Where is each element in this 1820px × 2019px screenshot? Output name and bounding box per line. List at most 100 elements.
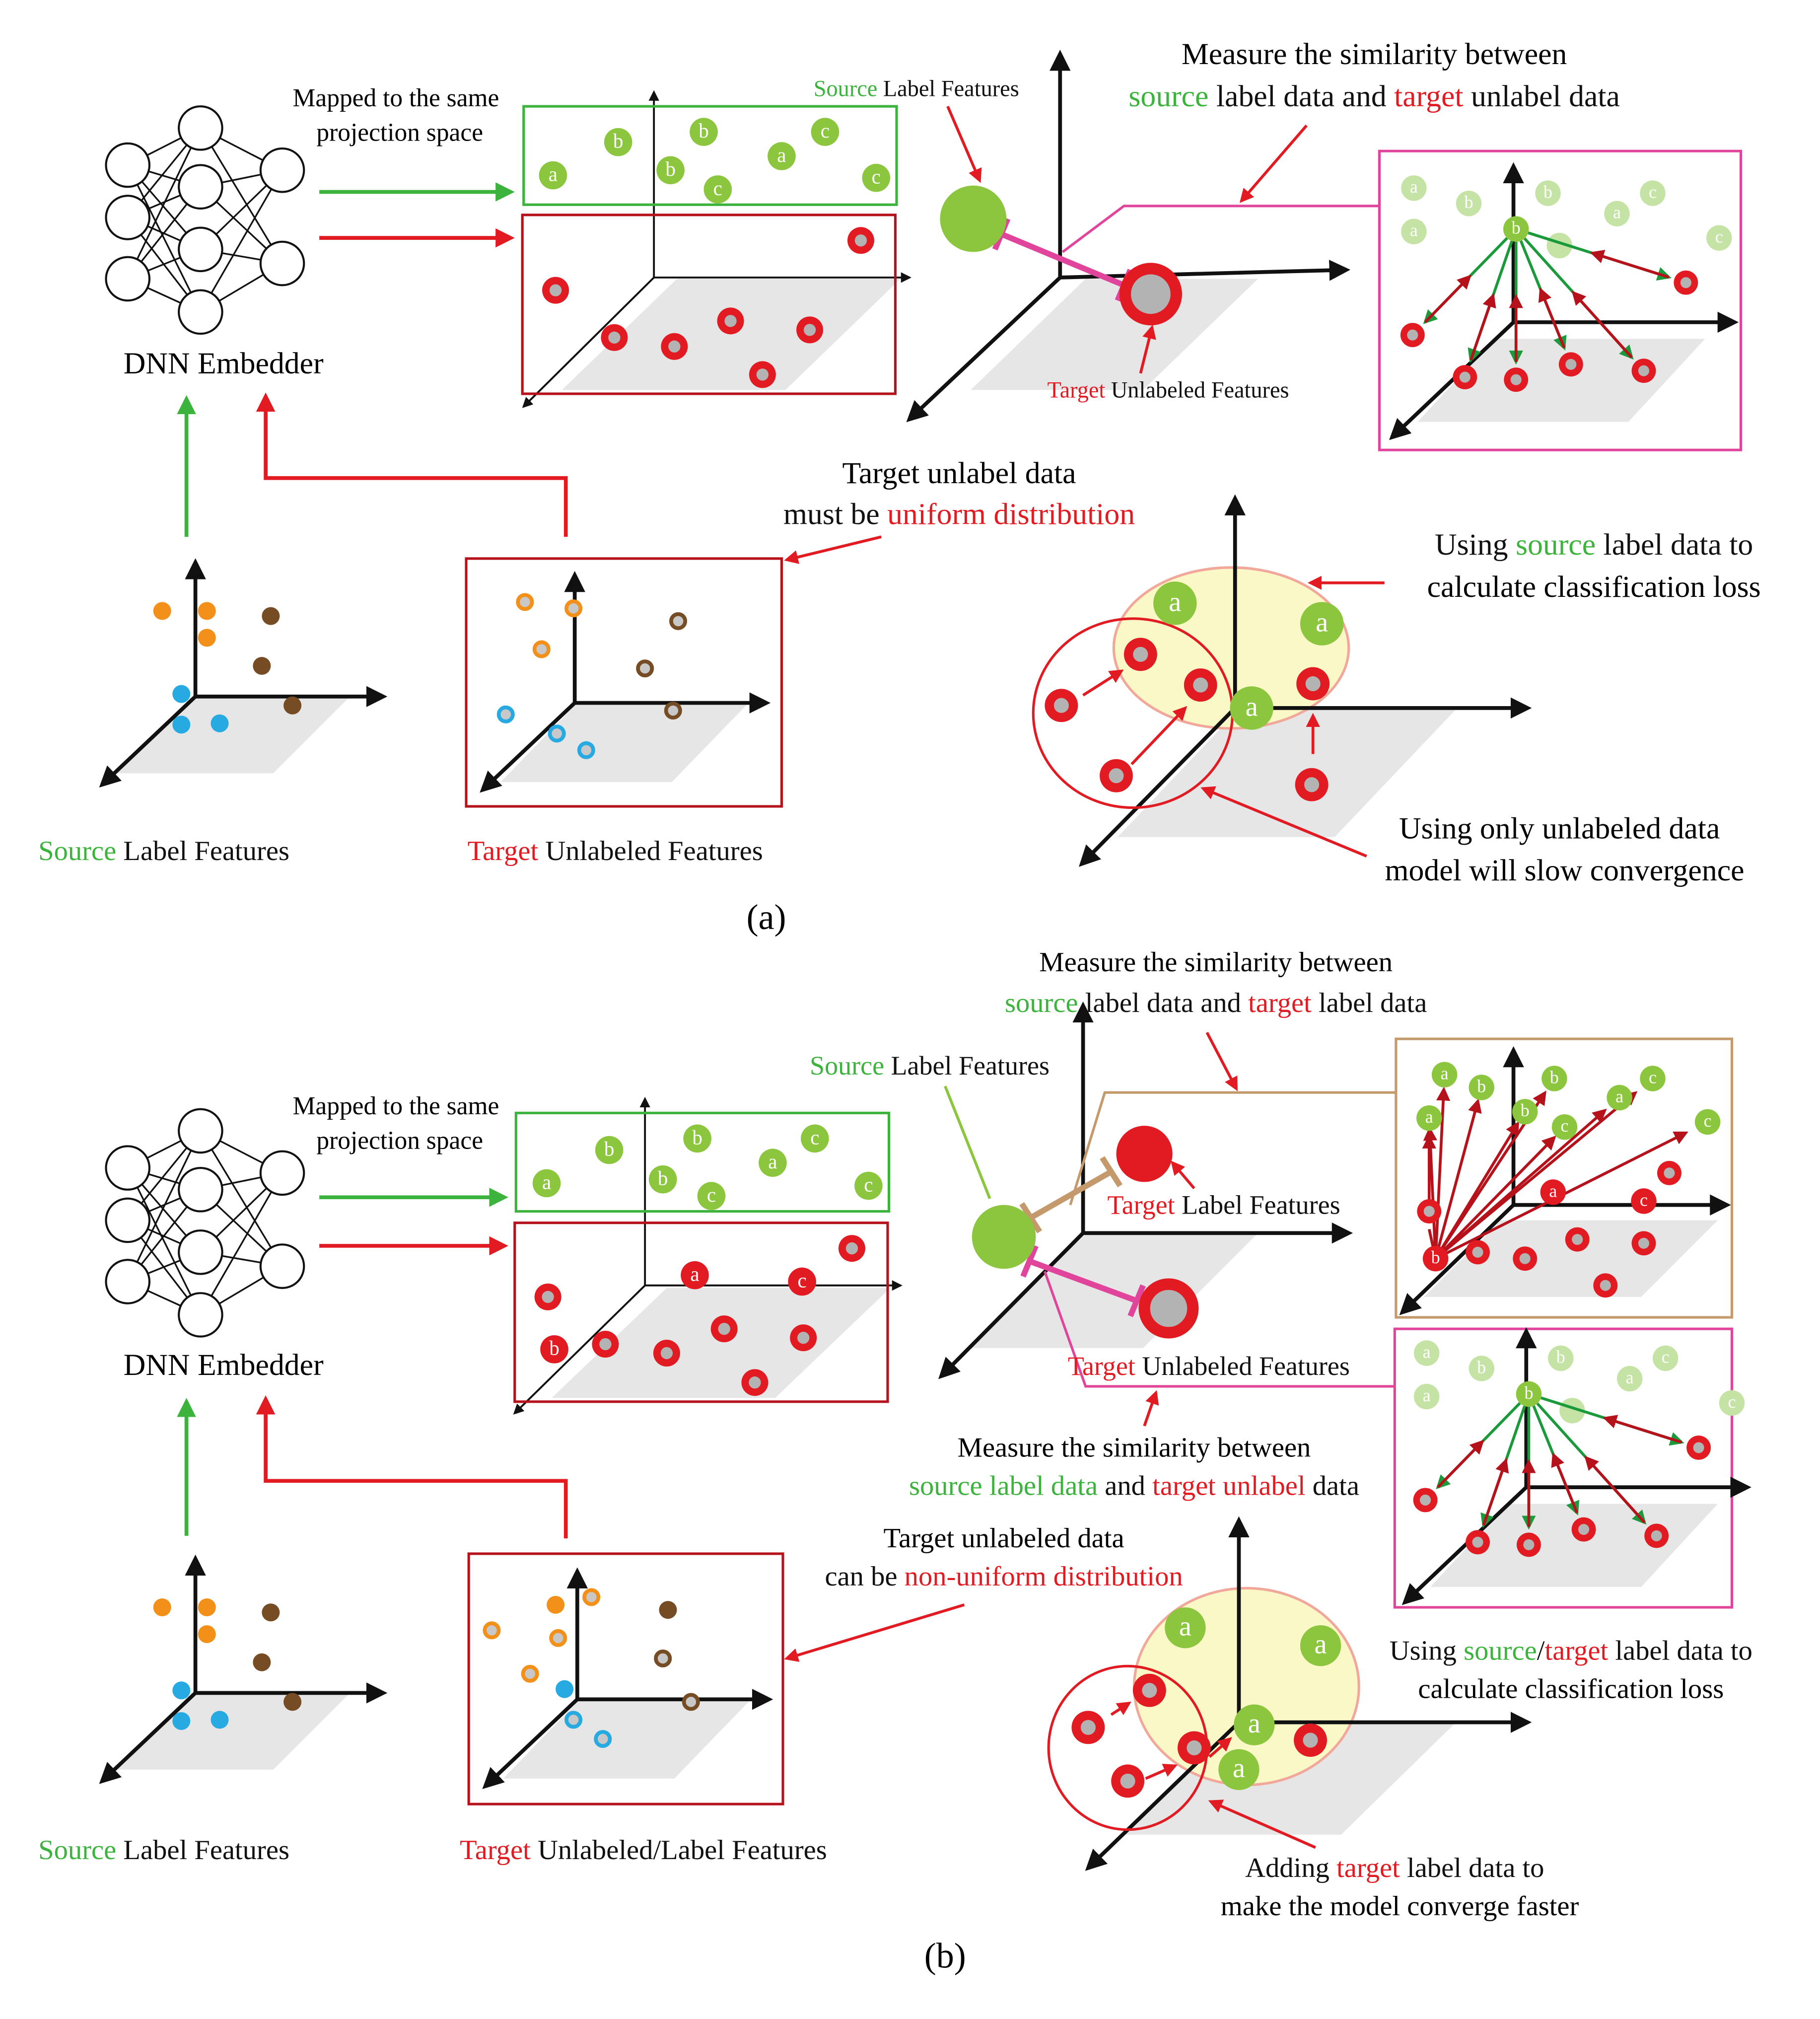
source-point	[1165, 1607, 1206, 1649]
zoom-source-label: c	[1704, 1111, 1712, 1131]
source-projection-box-a	[522, 105, 898, 206]
target-plane	[503, 1699, 751, 1779]
zoom-target-core	[1651, 1530, 1662, 1541]
target-point-core	[797, 1332, 810, 1344]
source-point	[690, 118, 718, 146]
source-sample	[198, 602, 216, 620]
source-sample	[153, 602, 171, 620]
cls-loss-line1-b: Using source/target label data to	[1390, 1635, 1752, 1666]
target-sample	[516, 593, 534, 611]
faded-source-point	[1559, 1398, 1585, 1424]
target-sample	[664, 701, 682, 720]
measure-line2-a: source label data and target unlabel dat…	[1128, 79, 1620, 113]
zoom-source-label: b	[1521, 1100, 1530, 1120]
source-point-label: a	[1169, 586, 1181, 617]
target-point-core	[668, 340, 681, 353]
faded-source-label: a	[1423, 1342, 1431, 1362]
zoom-plane	[1417, 339, 1705, 422]
faded-source-point	[1652, 1345, 1679, 1371]
source-sample	[253, 1653, 271, 1671]
cls-loss-line2-b: calculate classification loss	[1418, 1674, 1724, 1705]
zoom-source-label: c	[1560, 1116, 1568, 1136]
uniform-line1-a: Target unlabel data	[842, 456, 1076, 490]
source-sample	[283, 696, 302, 715]
network-node	[105, 195, 151, 240]
zoom-target-core	[1472, 1536, 1483, 1548]
source-point-label: c	[707, 1183, 716, 1206]
zoom-target-core	[1459, 371, 1470, 383]
network-node	[259, 1150, 305, 1196]
cls-loss-line2-a: calculate classification loss	[1427, 570, 1761, 604]
cls-loss-line1-a: Using source label data to	[1435, 528, 1753, 562]
target-point-core	[1133, 647, 1148, 662]
zoom-target-core	[1680, 277, 1691, 288]
cls-axis-z-a	[1079, 707, 1237, 867]
zoom-target-core	[1578, 1523, 1590, 1535]
target-axis-z	[480, 701, 576, 793]
similarity-arrow-return	[1424, 275, 1471, 323]
target-sample	[669, 612, 688, 630]
dnn-network-a	[105, 105, 305, 335]
network-edge	[127, 1167, 202, 1315]
zoom-source-label: b	[1477, 1076, 1486, 1096]
faded-source-point	[1706, 225, 1732, 251]
source-point-label: c	[864, 1173, 873, 1196]
network-node	[105, 1197, 151, 1243]
panel-b: DNN Embedder Mapped to the same projecti…	[38, 947, 1752, 1976]
zoom-target-core	[1423, 1206, 1435, 1217]
faded-source-label: c	[1728, 1392, 1736, 1412]
similarity-arrow-return	[1469, 293, 1496, 361]
faster-line2-b: make the model converge faster	[1221, 1891, 1579, 1922]
target-point-core	[854, 234, 867, 247]
zoom-target-label: a	[1549, 1181, 1557, 1201]
measure2-arrow-b	[1143, 1390, 1159, 1427]
faded-source-label: c	[1649, 182, 1657, 202]
source-sample	[198, 1625, 216, 1644]
zoom-target-core	[1565, 359, 1577, 370]
zoom-source-label: a	[1425, 1107, 1433, 1127]
zoom-target-label: b	[1431, 1247, 1440, 1267]
source-point-label: c	[872, 165, 881, 188]
target-input-arrow-b	[256, 1395, 568, 1539]
target-scatter-a	[480, 571, 771, 793]
source-point-label: b	[613, 130, 624, 152]
zoom-target-core	[1572, 1234, 1583, 1245]
zoom-plane	[1430, 1504, 1718, 1587]
source-label-features-top-a: Source Label Features	[814, 76, 1019, 102]
zoom-source-point	[1431, 1062, 1458, 1087]
faded-source-label: a	[1410, 220, 1418, 240]
target-input-arrow-a	[256, 392, 568, 537]
target-point-core	[803, 324, 816, 336]
measure-title-a: Measure the similarity between	[1182, 37, 1567, 71]
zoom-axis-z	[1389, 321, 1515, 440]
network-node	[178, 226, 223, 273]
network-node	[178, 1292, 223, 1338]
target-feature-big-a	[1119, 263, 1182, 326]
source-point	[683, 1124, 711, 1153]
target-scatter-box-a	[465, 557, 783, 808]
source-scatter-b	[99, 1554, 388, 1784]
source-point	[759, 1149, 787, 1177]
faded-source-label: a	[1410, 177, 1418, 197]
source-label-features-top-b: Source Label Features	[810, 1051, 1050, 1081]
source-point	[1300, 602, 1344, 646]
distance-cap-pink-b-1	[1020, 1244, 1039, 1278]
source-point-label: a	[1233, 1753, 1245, 1784]
source-sample	[210, 714, 229, 732]
target-label-features-b: Target Label Features	[1107, 1190, 1340, 1220]
zoom-source-label: a	[1615, 1086, 1623, 1106]
target-unlabeled-features-top-a: Target Unlabeled Features	[1048, 378, 1289, 403]
faded-source-point	[1616, 1366, 1643, 1392]
target-sample	[564, 1711, 583, 1729]
source-point	[539, 161, 567, 190]
zoom-source-point	[1541, 1066, 1567, 1091]
zoom-source-point	[1416, 1105, 1442, 1131]
source-label-features-b: Source Label Features	[38, 1835, 289, 1866]
cls-axis-z-b	[1085, 1721, 1241, 1871]
target-mixed-features-b: Target Unlabeled/Label Features	[460, 1835, 827, 1866]
target-point-core	[1304, 777, 1320, 793]
similarity-arrow-return	[1551, 1452, 1579, 1514]
network-edge	[200, 1130, 283, 1267]
